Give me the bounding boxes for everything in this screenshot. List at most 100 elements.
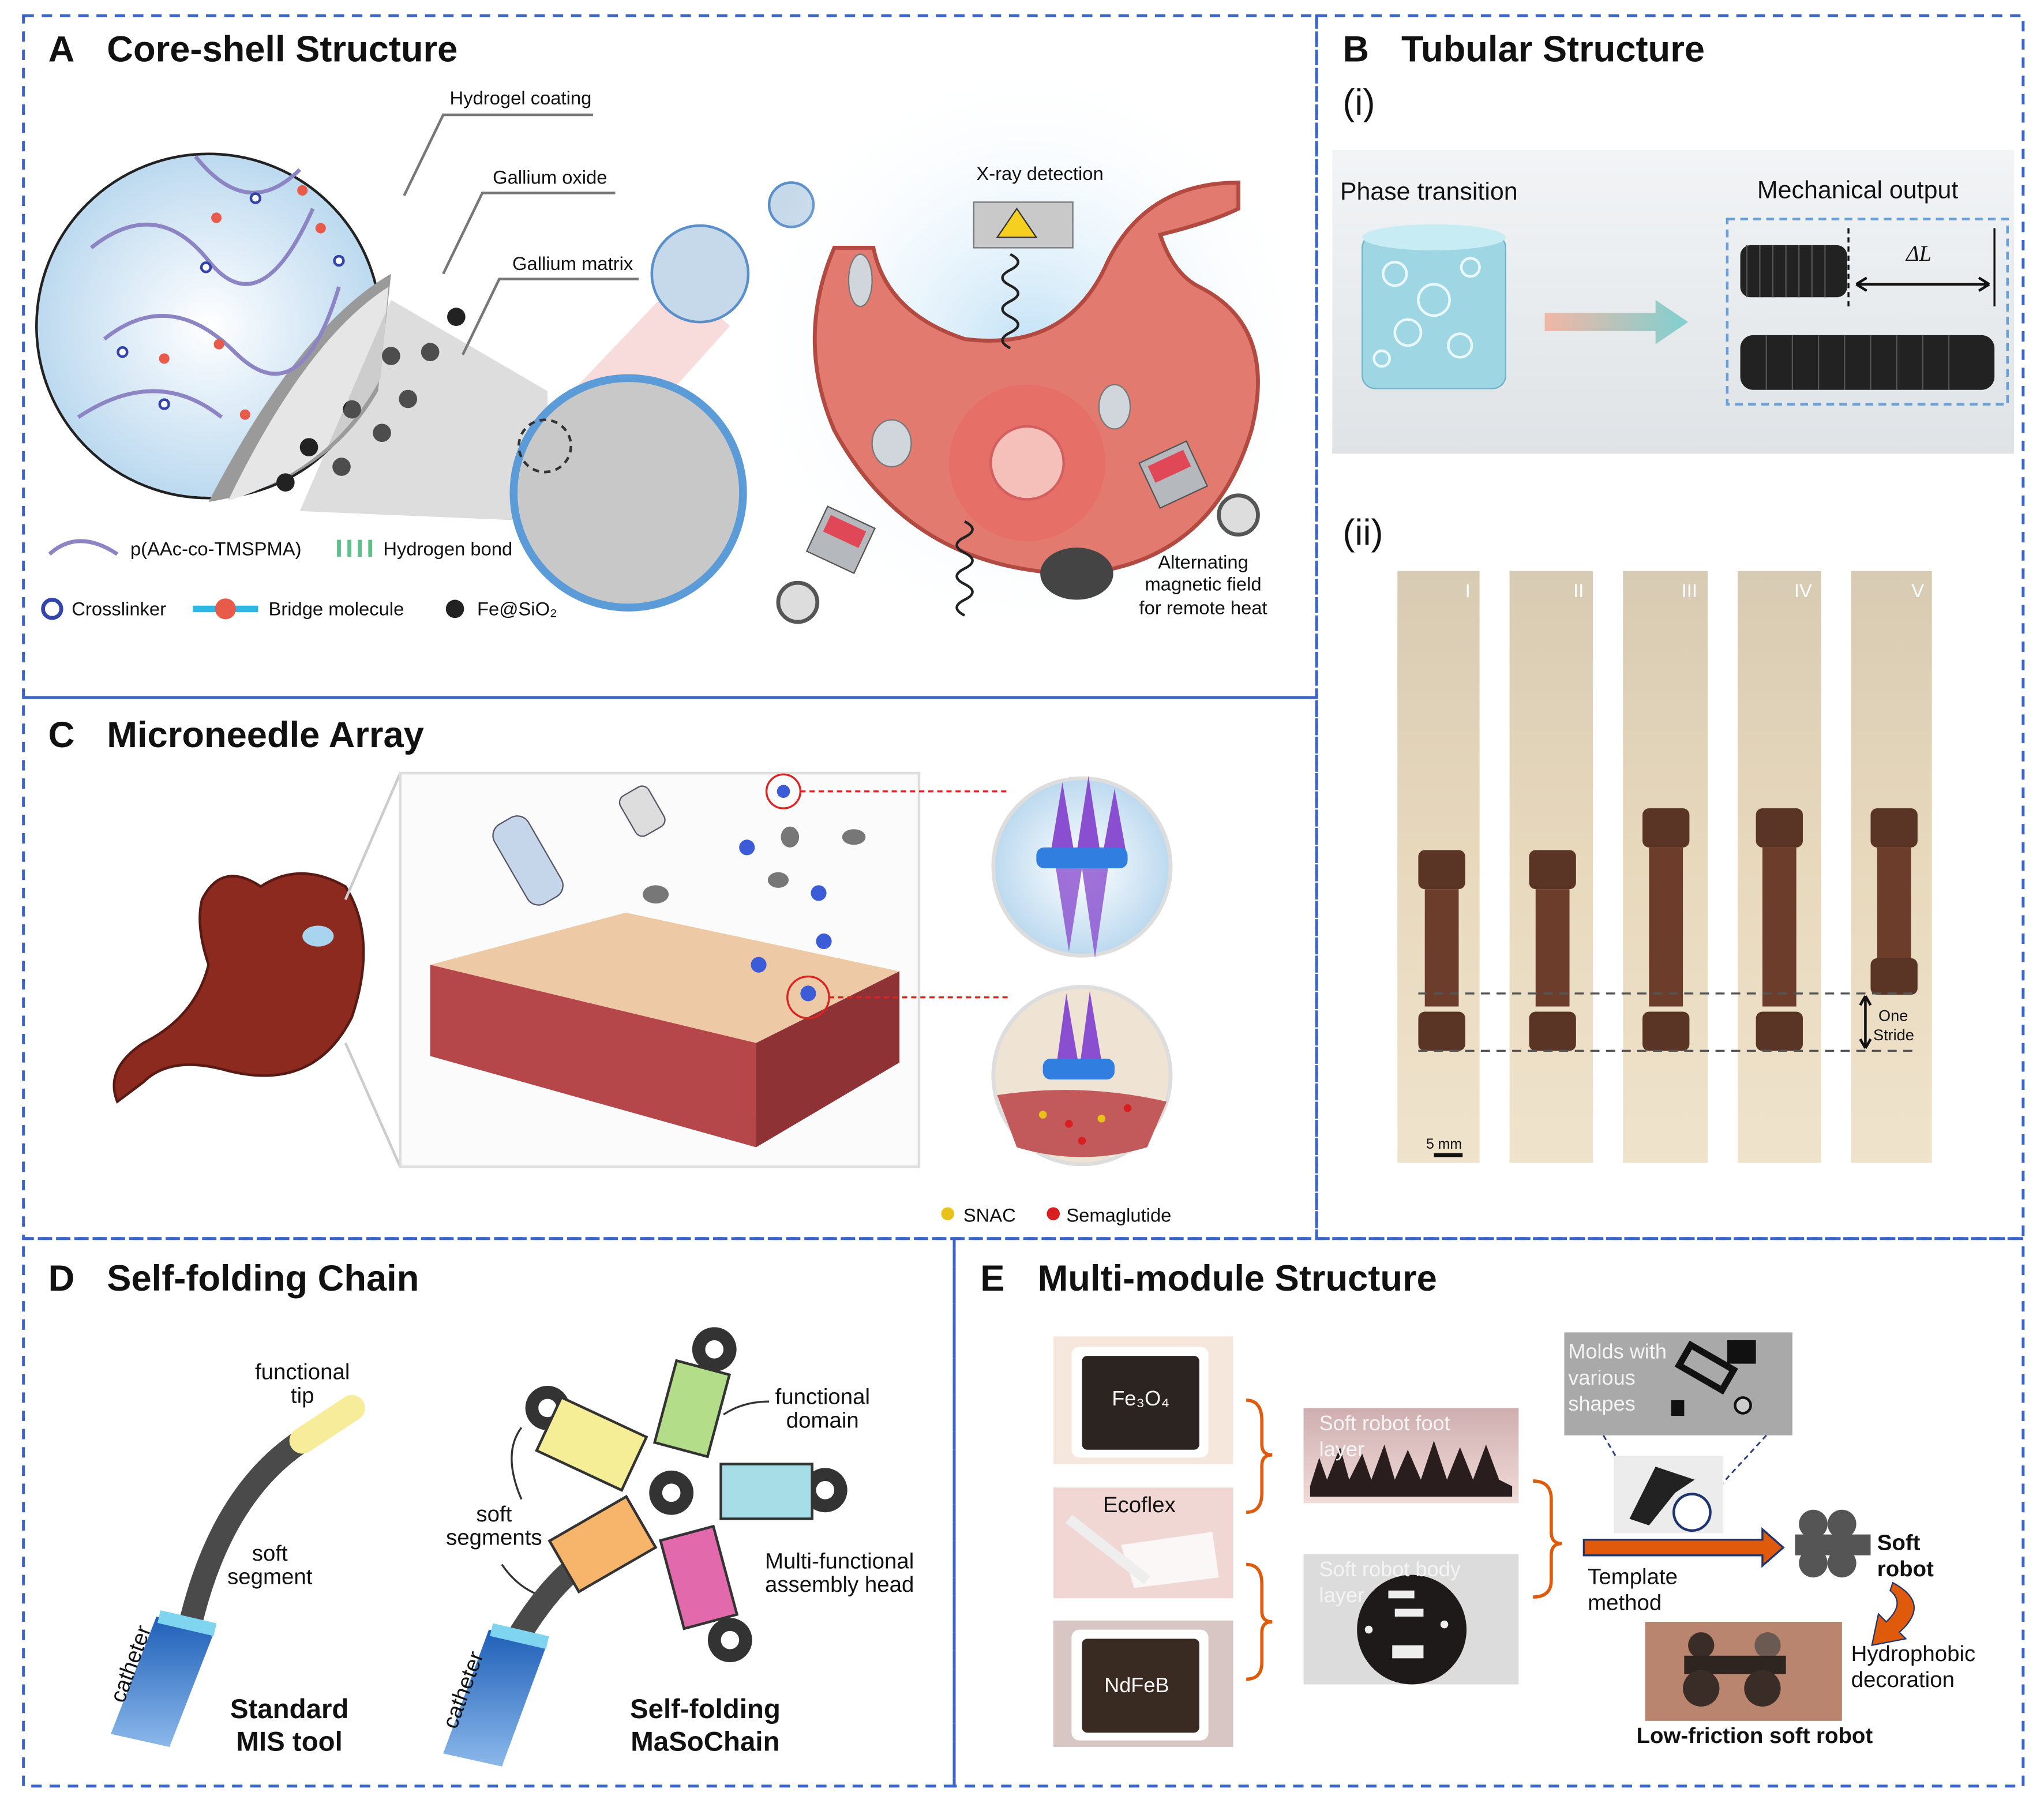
- callout-lines: [800, 790, 1011, 999]
- molds-photo: Molds with various shapes: [1564, 1332, 1792, 1435]
- panel-c: C Microneedle Array: [48, 715, 1173, 1225]
- polymer-icon: [48, 539, 119, 556]
- sub-ii-label: (ii): [1342, 513, 1383, 553]
- microneedle-zoom-top: [991, 775, 1173, 958]
- frame-4: IV: [1738, 571, 1821, 1163]
- soft-robot-label-1: Soft: [1877, 1531, 1921, 1555]
- legend-a: p(AAc-co-TMSPMA) Hydrogen bond Crosslink…: [41, 538, 557, 620]
- curved-arrow-icon: [1871, 1581, 1915, 1647]
- caption-masochain-1: Self-folding: [630, 1694, 781, 1724]
- mechanical-output-label: Mechanical output: [1757, 177, 1958, 204]
- frame-1: I: [1397, 571, 1480, 1163]
- frame-label: III: [1682, 580, 1697, 601]
- label-soft-segments-1: soft: [476, 1502, 512, 1527]
- frame-label: V: [1911, 580, 1924, 601]
- label-functional-domain-2: domain: [786, 1408, 859, 1433]
- frame-label: IV: [1794, 580, 1812, 601]
- caption-standard-2: MIS tool: [236, 1727, 342, 1757]
- microneedle-zoom-bottom: [991, 985, 1173, 1167]
- label-gallium-oxide: Gallium oxide: [493, 167, 607, 188]
- output-box: [1726, 218, 2009, 406]
- material-label: NdFeB: [1104, 1673, 1169, 1697]
- template-label-2: method: [1588, 1591, 1662, 1615]
- material-label: Fe₃O₄: [1112, 1386, 1169, 1410]
- soft-robot-shape: [1795, 1509, 1871, 1578]
- label-soft-segments-2: segments: [446, 1525, 542, 1550]
- signal-wave-icon: [955, 520, 974, 617]
- panel-a-title: Core-shell Structure: [107, 29, 457, 69]
- core-shell-magnified-circle: [35, 152, 548, 522]
- standard-mis-tool: [111, 1394, 365, 1747]
- tissue-block-image: [399, 771, 921, 1168]
- sub-i-label: (i): [1342, 83, 1375, 123]
- label-assembly-head-2: assembly head: [765, 1572, 914, 1597]
- body-label-2: layer: [1319, 1583, 1364, 1607]
- legend-crosslinker: Crosslinker: [72, 598, 166, 620]
- label-magnetic-3: for remote heat: [1139, 597, 1267, 618]
- caption-masochain-2: MaSoChain: [631, 1727, 779, 1757]
- label-soft-segment-1: soft: [252, 1541, 288, 1566]
- label-magnetic-2: magnetic field: [1145, 573, 1262, 595]
- panel-b-letter: B: [1342, 29, 1369, 69]
- panel-borders: [22, 14, 2025, 1788]
- masochain: [443, 1327, 847, 1767]
- panel-c-title: Microneedle Array: [107, 715, 424, 755]
- frame-label: I: [1465, 580, 1471, 601]
- xray-detector-icon: [973, 201, 1074, 350]
- molds-label-2: various: [1568, 1366, 1636, 1389]
- panel-a: A Core-shell Structure Hydrogel coating …: [35, 29, 1317, 639]
- droplets: [509, 181, 815, 612]
- label-gallium-matrix: Gallium matrix: [512, 253, 633, 274]
- foot-layer-photo: Soft robot foot layer: [1303, 1408, 1519, 1504]
- legend-polymer: p(AAc-co-TMSPMA): [130, 538, 302, 560]
- magnet-device-icon: [776, 440, 1260, 624]
- leader-lines: [403, 113, 639, 355]
- label-functional-domain-1: functional: [775, 1385, 870, 1409]
- stomach-cross-section: [112, 773, 402, 1168]
- label-magnetic-1: Alternating: [1158, 551, 1248, 572]
- caption-standard-1: Standard: [230, 1694, 349, 1724]
- foot-label-1: Soft robot foot: [1319, 1411, 1450, 1435]
- semaglutide-dot-icon: [1047, 1207, 1060, 1221]
- panel-d-title: Self-folding Chain: [107, 1258, 419, 1299]
- frame-5: V: [1851, 571, 1932, 1163]
- label-soft-segment-2: segment: [227, 1564, 313, 1589]
- low-friction-robot-photo: [1645, 1622, 1842, 1721]
- hydrophobic-label-2: decoration: [1851, 1667, 1955, 1692]
- panel-e-letter: E: [980, 1258, 1004, 1299]
- stride-label-1: One: [1878, 1006, 1908, 1024]
- panel-e-title: Multi-module Structure: [1038, 1258, 1437, 1299]
- panel-c-letter: C: [48, 715, 75, 755]
- bellows-contracted: [1740, 245, 1847, 298]
- stride-arrow-icon: [1859, 995, 1872, 1049]
- label-xray-detection: X-ray detection: [976, 163, 1103, 184]
- locomotion-frames: I II III IV V: [1397, 571, 1932, 1163]
- frame-2: II: [1509, 571, 1593, 1163]
- gel-cylinder: [1362, 224, 1506, 389]
- panel-b-title: Tubular Structure: [1401, 29, 1705, 69]
- foot-label-2: layer: [1319, 1437, 1364, 1461]
- panel-a-letter: A: [48, 29, 75, 69]
- label-functional-tip-1: functional: [255, 1360, 350, 1385]
- fe-sio2-icon: [445, 599, 464, 618]
- scale-label: 5 mm: [1426, 1137, 1462, 1152]
- bridge-molecule-icon: [193, 598, 258, 620]
- frame-3: III: [1623, 571, 1708, 1163]
- delta-arrow-icon: [1855, 276, 1990, 292]
- template-label-1: Template: [1588, 1564, 1678, 1589]
- legend-semaglutide: Semaglutide: [1066, 1204, 1171, 1225]
- legend-hbond: Hydrogen bond: [383, 538, 512, 560]
- capsule-device: [492, 785, 666, 906]
- punch-tool-photo: [1614, 1456, 1724, 1534]
- molds-label-3: shapes: [1568, 1392, 1636, 1415]
- molds-label-1: Molds with: [1568, 1340, 1667, 1363]
- legend-bridge: Bridge molecule: [268, 598, 404, 620]
- hydrogen-bond-icon: [337, 539, 373, 557]
- panel-d-letter: D: [48, 1258, 75, 1299]
- material-label: Ecoflex: [1103, 1493, 1176, 1517]
- label-hydrogel-coating: Hydrogel coating: [450, 87, 592, 108]
- crosslinker-icon: [41, 598, 63, 620]
- label-functional-tip-2: tip: [291, 1383, 314, 1408]
- low-friction-label: Low-friction soft robot: [1637, 1723, 1873, 1748]
